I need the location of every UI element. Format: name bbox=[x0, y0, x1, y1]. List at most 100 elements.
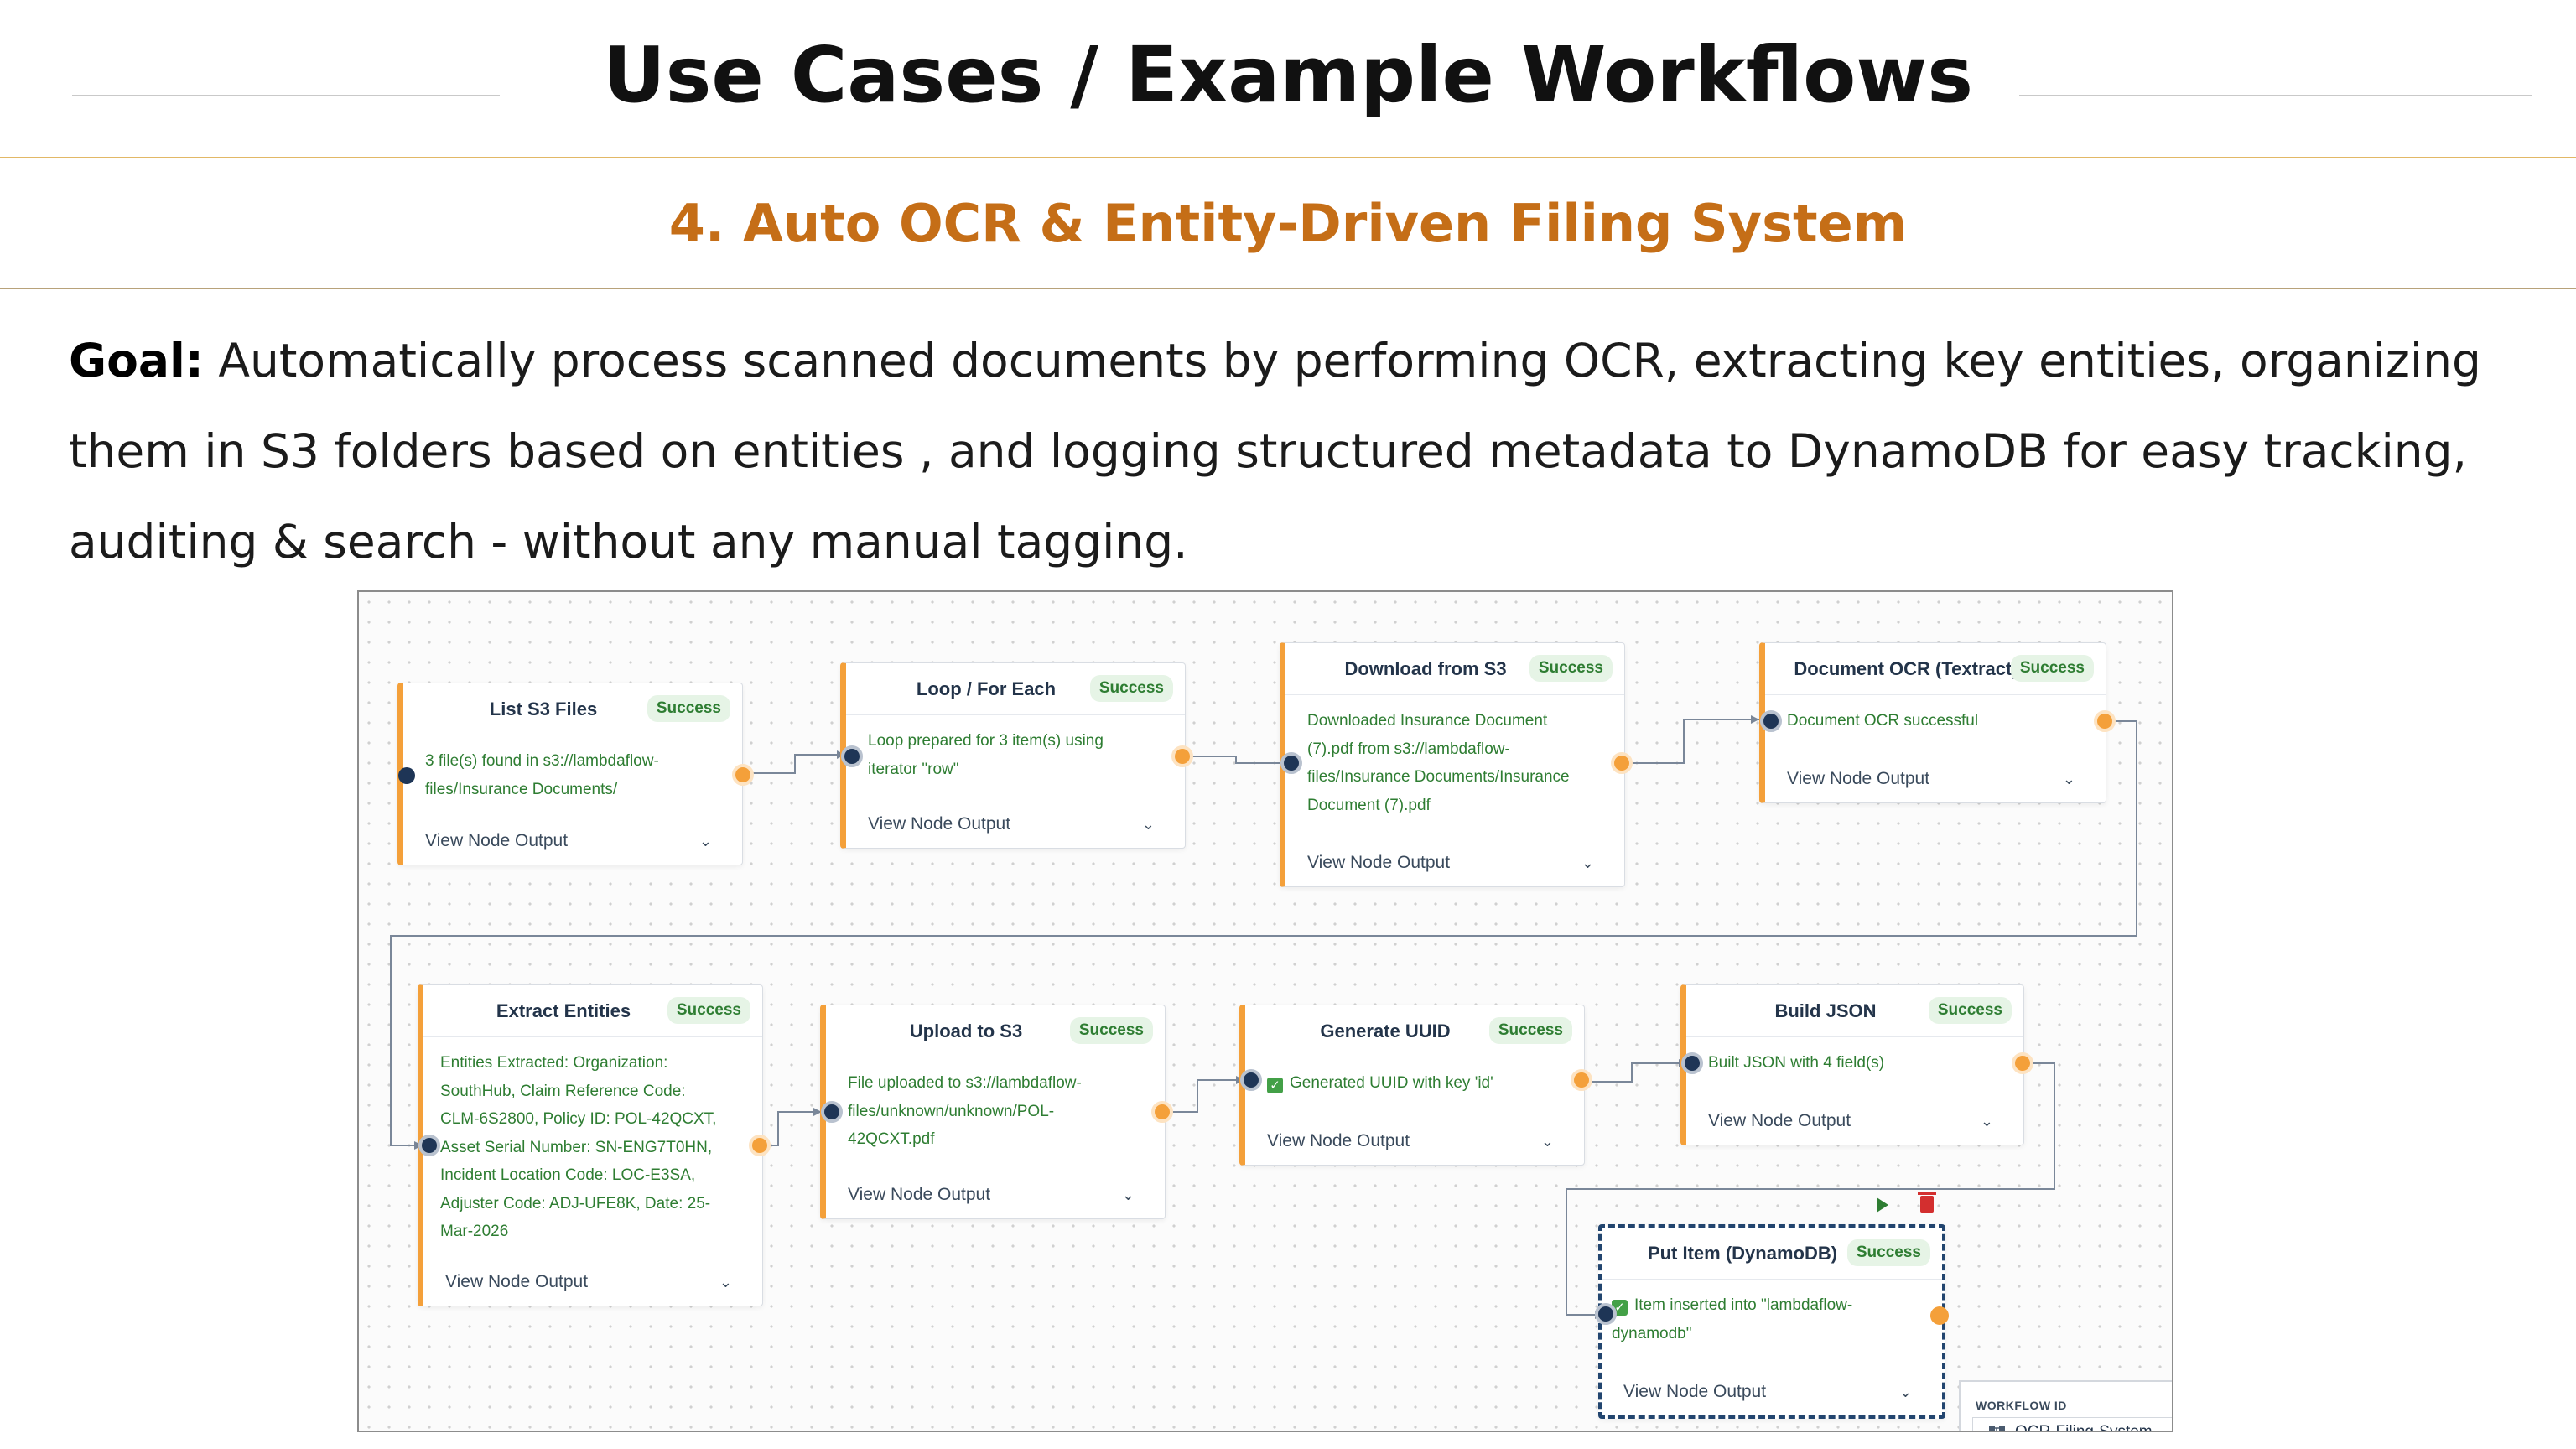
workflow-id-value[interactable]: OCR-Filing-System bbox=[1972, 1417, 2172, 1431]
node-message: Entities Extracted: Organization: SouthH… bbox=[423, 1037, 762, 1246]
output-port[interactable] bbox=[1571, 1069, 1592, 1091]
node-extract-entities[interactable]: Extract Entities Success Entities Extract… bbox=[418, 984, 771, 1306]
view-node-output-button[interactable]: View Node Output bbox=[1267, 1131, 1410, 1150]
edge-upload-to-uuid bbox=[1157, 1079, 1244, 1113]
message-line: files/Insurance Documents/Insurance bbox=[1307, 768, 1570, 786]
node-message: Document OCR successful bbox=[1765, 695, 2106, 735]
chevron-down-icon[interactable]: ⌄ bbox=[1898, 1383, 1912, 1400]
output-port[interactable] bbox=[1611, 752, 1633, 774]
input-port[interactable] bbox=[841, 745, 863, 767]
chevron-down-icon[interactable]: ⌄ bbox=[1581, 854, 1594, 871]
node-message: Built JSON with 4 field(s) bbox=[1686, 1037, 2023, 1078]
node-title: Download from S3 bbox=[1344, 657, 1507, 679]
node-document-ocr[interactable]: Document OCR (Textract)Success Document … bbox=[1759, 642, 2116, 803]
chevron-down-icon[interactable]: ⌄ bbox=[1121, 1186, 1135, 1203]
chevron-down-icon[interactable]: ⌄ bbox=[699, 832, 712, 849]
node-upload-to-s3[interactable]: Upload to S3 Success File uploaded to s3:… bbox=[820, 1005, 1173, 1219]
chevron-down-icon[interactable]: ⌄ bbox=[1980, 1112, 1993, 1130]
message-line: ✓Item inserted into "lambdaflow- bbox=[1612, 1291, 1925, 1320]
node-title: Document OCR (Textract) bbox=[1794, 657, 2018, 679]
view-node-output-button[interactable]: View Node Output bbox=[848, 1185, 991, 1204]
arrow-3 bbox=[1751, 715, 1759, 724]
message-line: iterator "row" bbox=[868, 760, 959, 778]
title-rule-right bbox=[2019, 95, 2532, 96]
output-port[interactable] bbox=[1171, 745, 1193, 767]
input-port[interactable] bbox=[821, 1101, 843, 1123]
slide-title: Use Cases / Example Workflows bbox=[602, 30, 1974, 120]
edge-download-to-ocr bbox=[1615, 719, 1759, 764]
output-port[interactable] bbox=[1930, 1306, 1949, 1325]
node-message: File uploaded to s3://lambdaflow- files/… bbox=[826, 1057, 1165, 1154]
node-title: Generate UUID bbox=[1320, 1020, 1451, 1041]
input-port[interactable] bbox=[418, 1135, 440, 1156]
goal-text: Automatically process scanned documents … bbox=[69, 334, 2481, 569]
message-line: CLM-6S2800, Policy ID: POL-42QCXT, bbox=[440, 1110, 717, 1128]
message-line: dynamodb" bbox=[1612, 1324, 1692, 1343]
message-line: File uploaded to s3://lambdaflow- bbox=[848, 1074, 1082, 1092]
status-badge: Success bbox=[1846, 1239, 1930, 1266]
view-node-output-button[interactable]: View Node Output bbox=[868, 814, 1011, 834]
arrow-5 bbox=[813, 1108, 822, 1116]
input-port[interactable] bbox=[1240, 1069, 1262, 1091]
view-node-output-button[interactable]: View Node Output bbox=[1307, 853, 1451, 872]
view-node-output-button[interactable]: View Node Output bbox=[425, 831, 569, 850]
message-text: Generated UUID with key 'id' bbox=[1290, 1074, 1493, 1092]
view-node-output-button[interactable]: View Node Output bbox=[1787, 769, 1930, 788]
view-node-output-button[interactable]: View Node Output bbox=[1708, 1111, 1852, 1130]
output-port[interactable] bbox=[732, 764, 754, 786]
input-port[interactable] bbox=[1760, 710, 1782, 732]
status-badge: Success bbox=[2010, 655, 2094, 682]
node-put-item-dynamodb[interactable]: Put Item (DynamoDB) Success ✓Item inserte… bbox=[1595, 1224, 1949, 1419]
status-badge: Success bbox=[1928, 997, 2012, 1024]
message-line: files/unknown/unknown/POL- bbox=[848, 1102, 1055, 1120]
node-title: Extract Entities bbox=[496, 1000, 631, 1021]
input-port[interactable] bbox=[1280, 752, 1302, 774]
status-badge: Success bbox=[667, 997, 750, 1024]
edge-build-to-put bbox=[1566, 1062, 2055, 1316]
input-port[interactable] bbox=[1595, 1303, 1617, 1325]
message-line: Document (7).pdf bbox=[1307, 796, 1431, 814]
view-node-output-button[interactable]: View Node Output bbox=[445, 1272, 589, 1291]
goal-label: Goal: bbox=[69, 334, 204, 387]
node-title: Upload to S3 bbox=[909, 1020, 1023, 1041]
node-title: Put Item (DynamoDB) bbox=[1647, 1242, 1838, 1264]
message-text: Item inserted into "lambdaflow- bbox=[1634, 1296, 1853, 1314]
message-line: files/Insurance Documents/ bbox=[425, 780, 618, 798]
input-port[interactable] bbox=[398, 767, 415, 784]
node-message: 3 file(s) found in s3://lambdaflow- file… bbox=[403, 735, 742, 803]
input-port[interactable] bbox=[1681, 1052, 1703, 1074]
output-port[interactable] bbox=[749, 1135, 771, 1156]
node-message: ✓Item inserted into "lambdaflow- dynamod… bbox=[1602, 1280, 1942, 1348]
output-port[interactable] bbox=[2094, 710, 2116, 732]
message-line: Asset Serial Number: SN-ENG7T0HN, bbox=[440, 1138, 713, 1156]
output-port[interactable] bbox=[2012, 1052, 2033, 1074]
chevron-down-icon[interactable]: ⌄ bbox=[2062, 770, 2075, 787]
checkmark-icon: ✓ bbox=[1267, 1078, 1283, 1093]
title-rule-left bbox=[72, 95, 500, 96]
message-line: SouthHub, Claim Reference Code: bbox=[440, 1082, 686, 1100]
message-line: Document OCR successful bbox=[1787, 712, 1979, 730]
chevron-down-icon[interactable]: ⌄ bbox=[1141, 815, 1155, 833]
node-title: List S3 Files bbox=[489, 698, 598, 719]
edge-list-to-loop bbox=[735, 754, 845, 774]
edge-ocr-to-extract bbox=[390, 720, 2137, 1146]
status-badge: Success bbox=[1069, 1017, 1153, 1044]
run-node-icon[interactable] bbox=[1877, 1197, 1888, 1213]
message-line: Downloaded Insurance Document bbox=[1307, 712, 1548, 730]
section-title: 4. Auto OCR & Entity-Driven Filing Syste… bbox=[668, 192, 1908, 254]
message-line: 42QCXT.pdf bbox=[848, 1130, 935, 1148]
chevron-down-icon[interactable]: ⌄ bbox=[1540, 1132, 1554, 1150]
message-line: Incident Location Code: LOC-E3SA, bbox=[440, 1166, 696, 1184]
view-node-output-button[interactable]: View Node Output bbox=[1623, 1382, 1767, 1401]
chevron-down-icon[interactable]: ⌄ bbox=[719, 1273, 732, 1291]
workflow-id-panel: WORKFLOW ID OCR-Filing-System bbox=[1959, 1380, 2172, 1431]
status-badge: Success bbox=[1089, 675, 1173, 702]
delete-node-icon[interactable] bbox=[1918, 1192, 1936, 1213]
output-port[interactable] bbox=[1151, 1101, 1173, 1123]
